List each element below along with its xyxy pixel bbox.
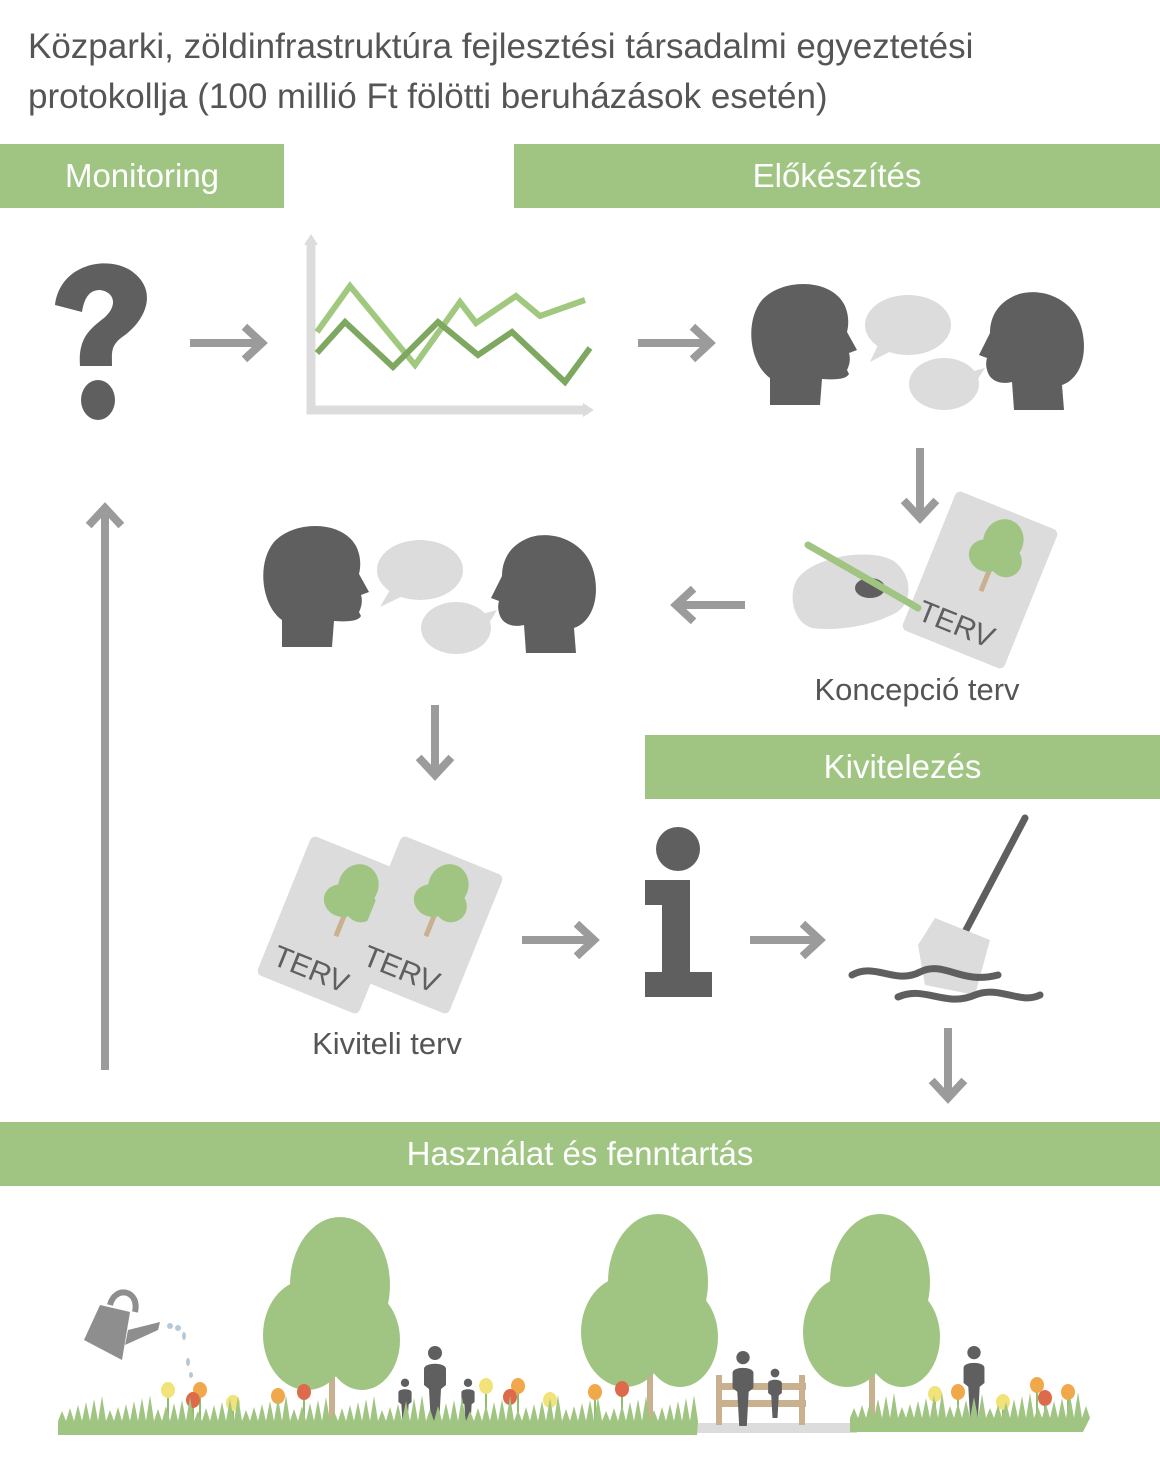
stage-banner-monitoring: Monitoring [0,144,284,208]
person-icon [768,1368,782,1418]
stage-banner-implementation: Kivitelezés [645,735,1160,799]
tree-icon [263,1217,400,1435]
path-icon [697,1423,857,1433]
flower-icon [1061,1384,1075,1400]
info-icon [645,827,712,997]
stage-banner-use-maintenance: Használat és fenntartás [0,1122,1160,1186]
arrow-icon [900,448,940,524]
flower-icon [588,1384,602,1400]
stage-banner-preparation: Előkészítés [514,144,1160,208]
flow-arrows [85,323,968,1104]
execution-plan-label: Kiviteli terv [312,1026,462,1061]
arrow-icon [85,502,125,1070]
bench-icon [716,1375,806,1425]
flower-icon [161,1382,175,1398]
question-mark-icon [55,263,147,420]
dialogue-icon-middle [263,525,596,654]
tree-icon [581,1214,718,1432]
flower-icon [479,1378,493,1394]
grass [58,1395,698,1435]
concept-plan-label: Koncepció terv [814,672,1020,707]
arrow-icon [522,920,600,960]
arrow-icon [670,585,745,625]
flower-icon [615,1381,629,1397]
page-title: Közparki, zöldinfrastruktúra fejlesztési… [28,27,974,116]
arrow-icon [415,705,455,781]
flower-icon [511,1378,525,1394]
flower-icon [186,1392,200,1408]
arrow-icon [750,920,826,960]
flower-icon [1030,1377,1044,1393]
arrow-icon [638,323,716,363]
grass [850,1392,1090,1432]
flower-icon [928,1386,942,1402]
arrow-icon [928,1028,968,1104]
tree-icon [803,1214,940,1432]
execution-plan-icon: TERV TERV [256,835,504,1015]
park-scene [58,1214,1090,1435]
arrow-icon [190,323,268,363]
trend-chart-icon [304,234,594,417]
flower-icon [297,1384,311,1400]
dialogue-icon-top [751,283,1084,410]
flower-icon [951,1384,965,1400]
shovel-icon [848,814,1044,1003]
flower-icon [1038,1390,1052,1406]
flower-icon [271,1388,285,1404]
person-icon [732,1350,754,1426]
watering-can-icon [84,1289,193,1378]
person-icon [424,1346,446,1425]
